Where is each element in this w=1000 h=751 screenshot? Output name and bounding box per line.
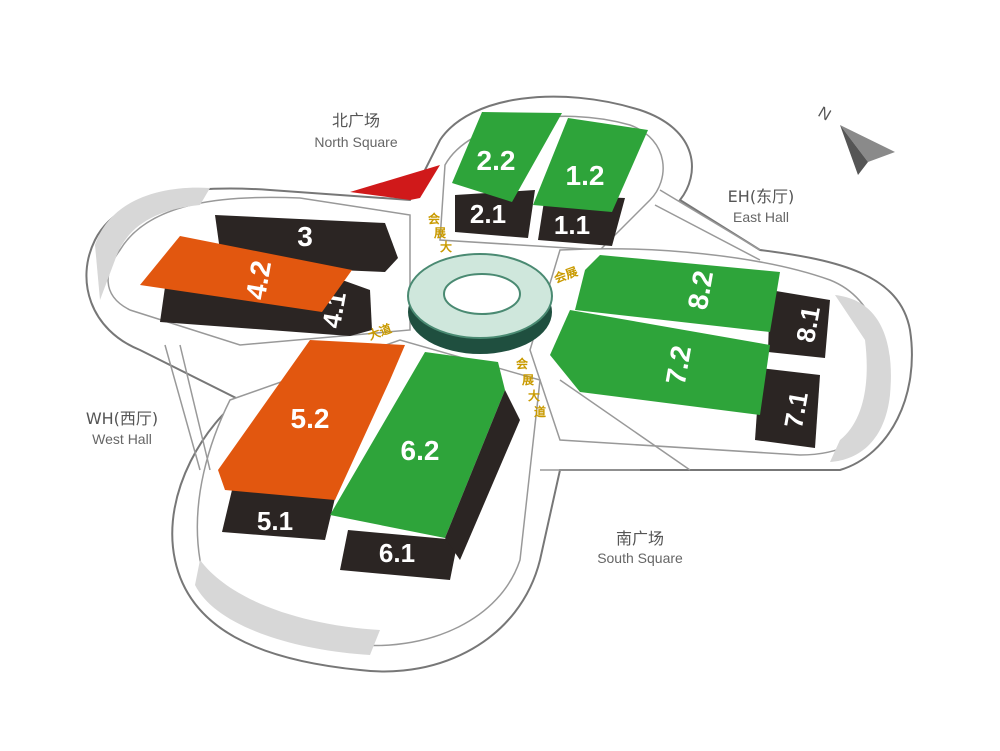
east-hall-zh: EH(东厅) [728,187,795,206]
hall-1-2-label: 1.2 [566,160,605,191]
hall-7-1[interactable]: 7.1 [755,368,820,448]
central-ring[interactable] [407,253,553,354]
hall-4-2[interactable]: 4.2 [140,236,352,312]
hall-7-1-label: 7.1 [778,389,814,430]
hall-4-2-label: 4.2 [240,258,277,302]
svg-text:大: 大 [528,388,540,403]
east-hall-en: East Hall [733,209,789,225]
hall-8-2[interactable]: 8.2 [575,255,780,332]
hall-8-1[interactable]: 8.1 [768,290,830,358]
hall-5-2[interactable]: 5.2 [218,340,405,500]
compass-arrow-icon [840,125,895,175]
hall-2-2-label: 2.2 [477,145,516,176]
compass-letter: N [815,104,834,125]
west-hall-en: West Hall [92,431,152,447]
hall-5-1-label: 5.1 [257,506,293,536]
hall-2-2[interactable]: 2.2 [452,112,562,202]
south-square-en: South Square [597,550,683,566]
svg-text:会: 会 [516,356,529,371]
avenue-label-north: 会 展 大 [428,211,452,254]
hall-1-2[interactable]: 1.2 [533,118,648,212]
hall-7-2-label: 7.2 [660,343,697,387]
hall-6-1-label: 6.1 [379,538,415,568]
svg-text:展: 展 [434,226,446,240]
avenue-label-south: 会 展 大 道 [516,356,546,419]
hall-8-2-label: 8.2 [682,268,719,312]
hall-6-2[interactable]: 6.2 [330,352,505,538]
south-square-zh: 南广场 [616,529,664,548]
north-square-en: North Square [314,134,397,150]
svg-text:道: 道 [534,404,546,419]
svg-text:大: 大 [440,239,452,254]
hall-6-1[interactable]: 6.1 [340,530,458,580]
svg-text:会: 会 [428,211,441,226]
hall-2-1-label: 2.1 [470,199,506,229]
hall-3-label: 3 [297,221,313,252]
compass: N [815,104,895,175]
hall-7-2[interactable]: 7.2 [550,310,770,415]
north-square-zh: 北广场 [332,111,380,130]
north-plaza-marker [350,165,440,200]
hall-6-2-label: 6.2 [401,435,440,466]
svg-text:展: 展 [522,373,534,387]
west-hall-zh: WH(西厅) [86,409,158,428]
hall-5-2-label: 5.2 [291,403,330,434]
hall-6-2-wall [445,390,520,560]
hall-5-1[interactable]: 5.1 [222,490,335,540]
hall-2-1[interactable]: 2.1 [455,190,535,238]
hall-8-1-label: 8.1 [790,304,826,345]
hall-1-1-label: 1.1 [554,210,590,240]
